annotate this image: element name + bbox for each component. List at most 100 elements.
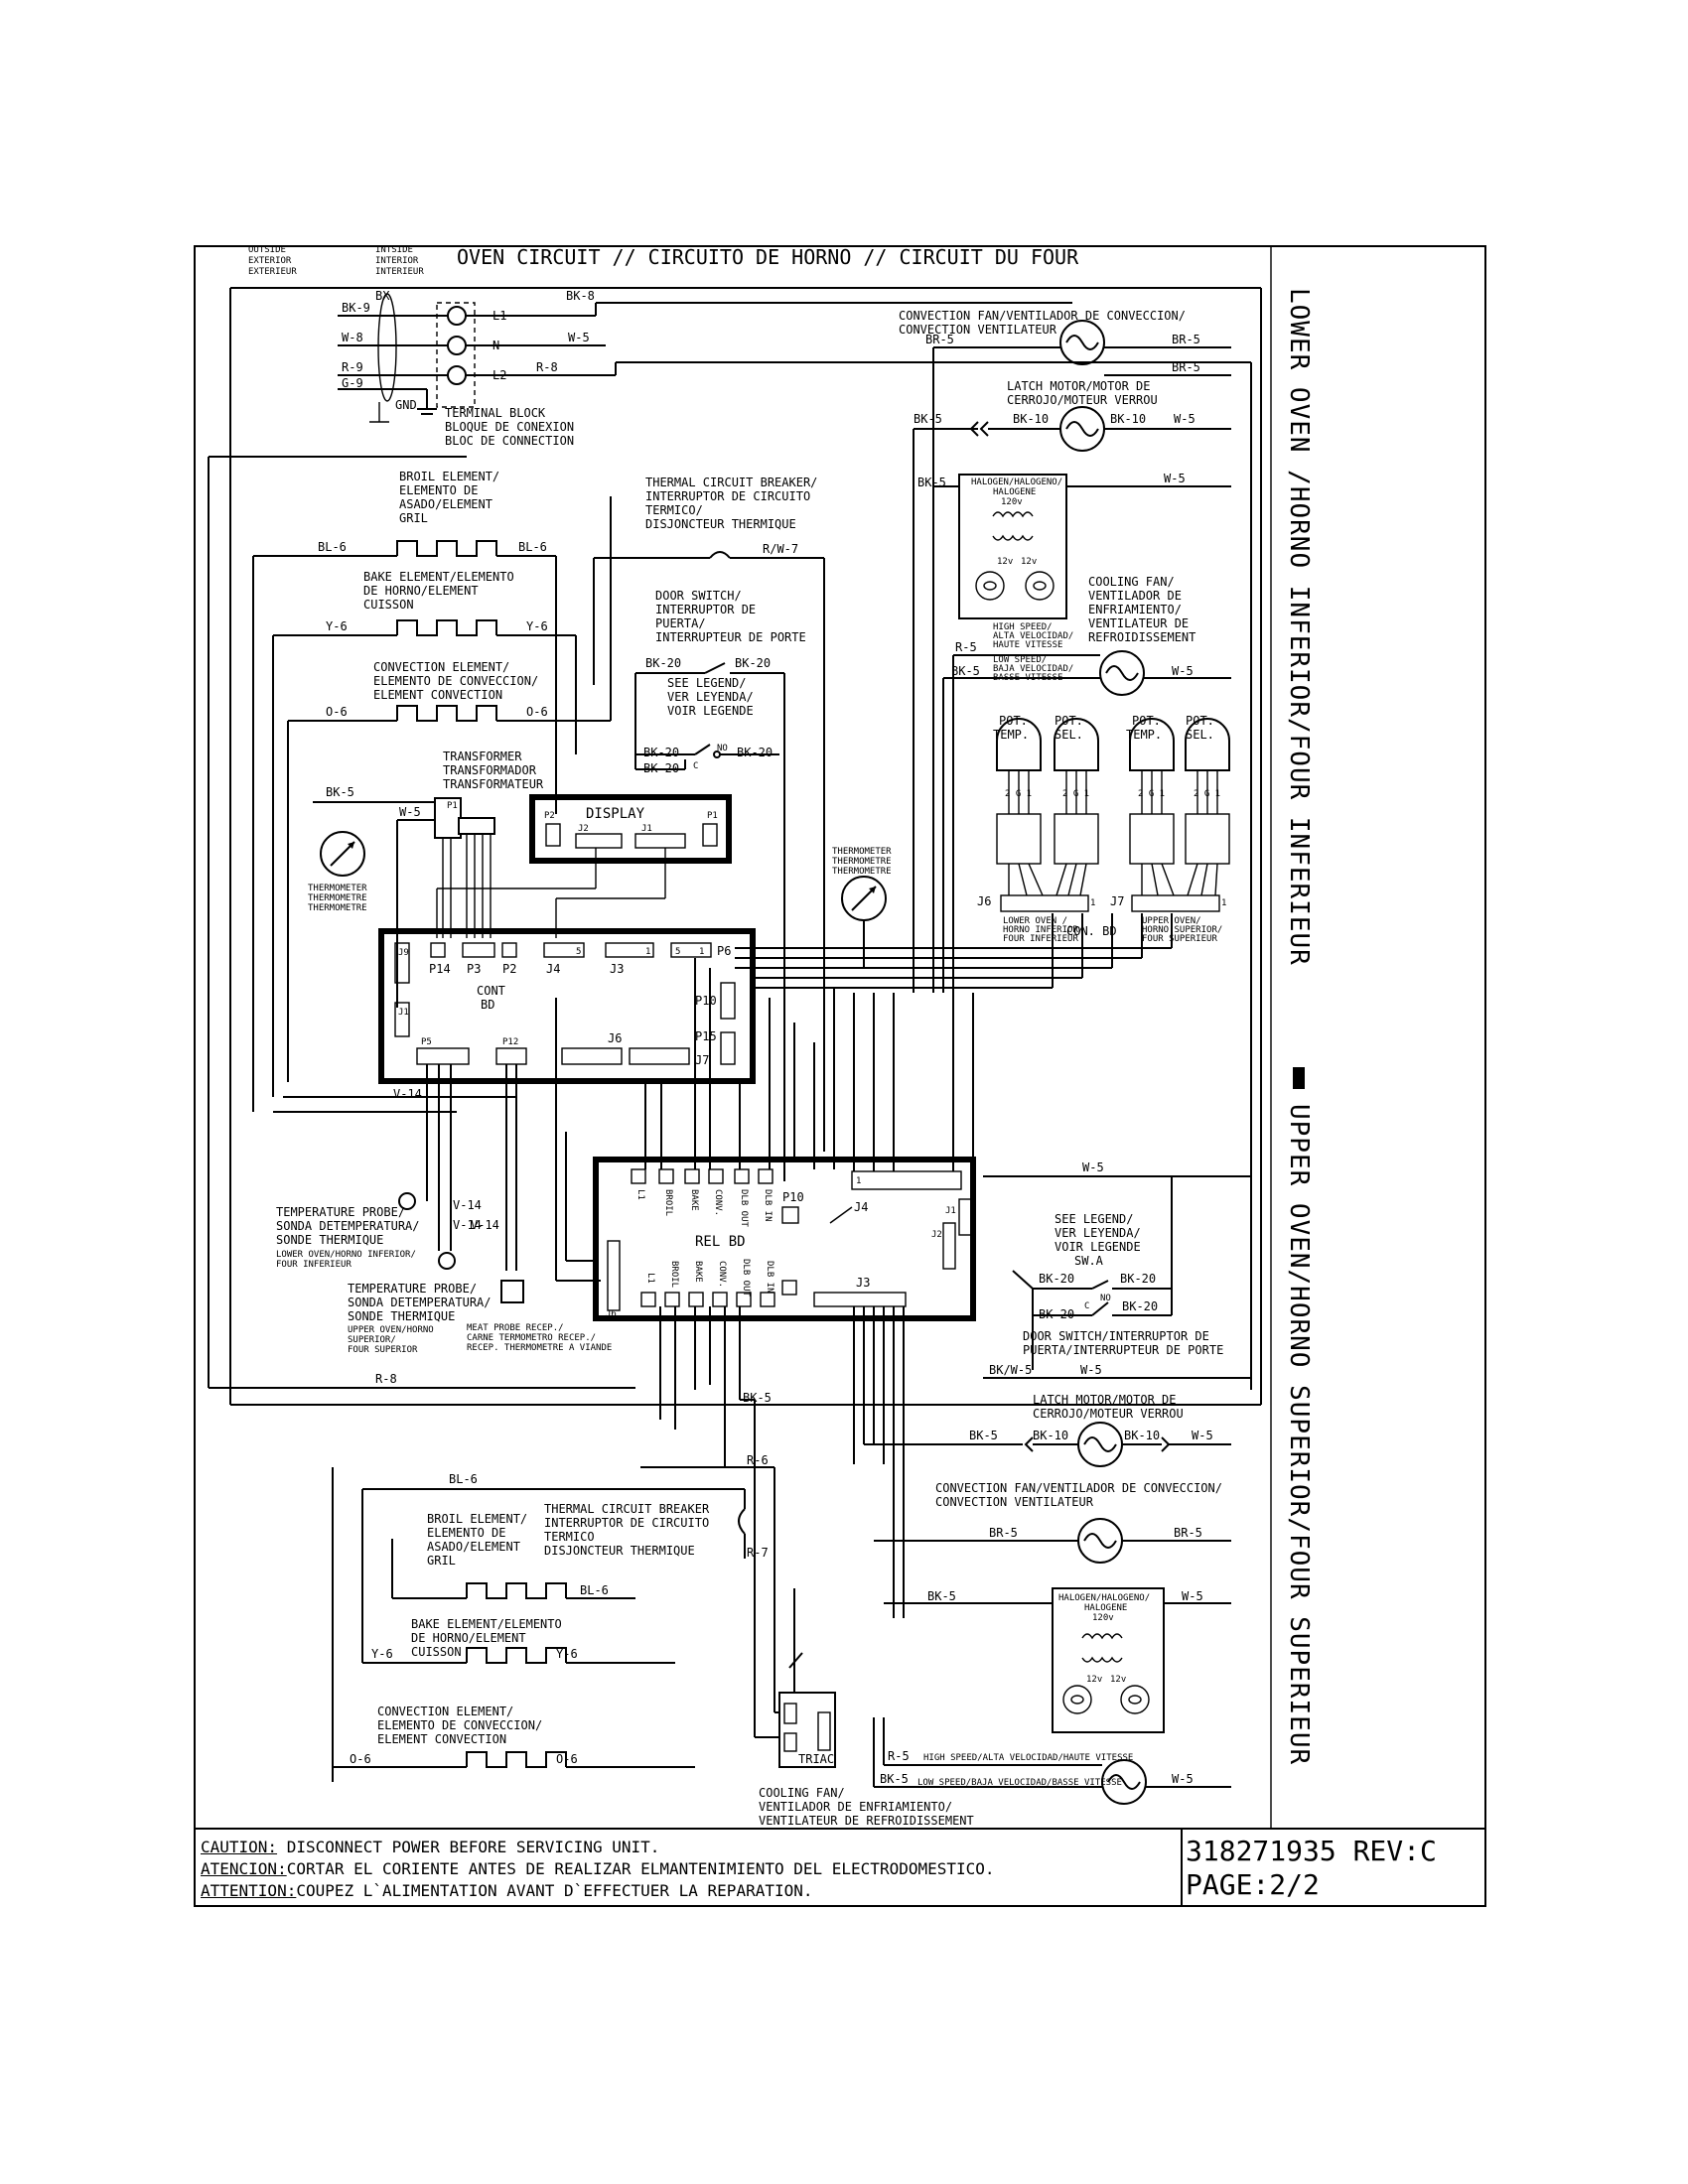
pot-j7: J7 <box>1110 894 1124 908</box>
pot-j7-loc: HORNO SUPERIOR/ <box>1142 925 1222 935</box>
cont-j3-pin: 1 <box>645 947 650 957</box>
lower-temp-probe-label: SONDA DETEMPERATURA/ <box>276 1219 420 1233</box>
upper-conv-fan-label: CONVECTION FAN/VENTILADOR DE CONVECCION/ <box>935 1481 1222 1495</box>
lower-broil-element <box>253 540 557 814</box>
display-board <box>529 794 732 864</box>
lower-door-switch <box>634 662 785 1181</box>
label-w5-cooling: W-5 <box>1172 664 1194 678</box>
thermometer-label-left: THERMOMETRE <box>308 903 367 913</box>
meat-probe-receptacle <box>500 1280 524 1303</box>
cont-p2-conn <box>501 942 517 958</box>
lower-broil-label: BROIL ELEMENT/ <box>399 470 499 483</box>
potentiometers <box>996 718 1230 912</box>
label-w5-upper-cooling: W-5 <box>1172 1772 1194 1786</box>
cont-p12: P12 <box>502 1037 518 1047</box>
upper-door-switch <box>1012 1176 1173 1370</box>
caution-block: CAUTION: DISCONNECT POWER BEFORE SERVICI… <box>201 1837 1154 1902</box>
label-l2: L2 <box>492 368 506 382</box>
power-busses <box>208 287 1262 1406</box>
diagram-frame <box>194 245 1486 1907</box>
display-p1: P1 <box>707 811 718 821</box>
pot-j7-pin: 1 <box>1221 898 1226 908</box>
relay-pin-bottom: DLB OUT <box>741 1259 751 1297</box>
zone-outside: OUTSIDE <box>248 245 286 255</box>
relay-small-conn <box>781 1280 797 1296</box>
relay-j5-conn <box>607 1240 621 1311</box>
label-rw7: R/W-7 <box>763 542 798 556</box>
relay-j2: J2 <box>931 1230 942 1240</box>
lower-fan-high: ALTA VELOCIDAD/ <box>993 631 1073 641</box>
label-bk20-upper-d: BK-20 <box>1122 1299 1158 1313</box>
upper-convection-label: ELEMENTO DE CONVECCION/ <box>377 1718 542 1732</box>
display-j2-label: J2 <box>578 824 589 834</box>
control-board <box>378 928 756 1084</box>
lower-bake-label: CUISSON <box>363 598 414 612</box>
label-r7: R-7 <box>747 1546 769 1560</box>
upper-thermal-breaker <box>738 1499 746 1559</box>
upper-bake-element <box>362 1647 675 1664</box>
relay-pin-bottom: BROIL <box>669 1261 679 1288</box>
upper-broil-label: GRIL <box>427 1554 456 1568</box>
display-p2: P2 <box>544 811 555 821</box>
label-r6: R-6 <box>747 1453 769 1467</box>
pot-pins: 2 G 1 <box>1138 789 1165 799</box>
cont-p6-conn <box>670 942 712 958</box>
relay-j1-conn <box>958 1198 972 1236</box>
label-r8-bottom: R-8 <box>375 1372 397 1386</box>
side-label-lower: LOWER OVEN /HORNO INFERIOR/FOUR INFERIEU… <box>1284 288 1314 966</box>
cont-p14-conn <box>430 942 446 958</box>
lower-thermal-label: TERMICO/ <box>645 503 703 517</box>
lower-convection-fan <box>932 320 1231 993</box>
lower-convection-label: ELEMENT CONVECTION <box>373 688 502 702</box>
footer: CAUTION: DISCONNECT POWER BEFORE SERVICI… <box>195 1829 1485 1906</box>
document-info: 318271935 REV:C PAGE:2/2 <box>1186 1835 1437 1902</box>
label-bk20-lower-c: BK-20 <box>643 746 679 759</box>
upper-thermal-label: THERMAL CIRCUIT BREAKER <box>544 1502 710 1516</box>
lower-cooling-fan-label: VENTILATEUR DE <box>1088 616 1189 630</box>
display-j1-label: J1 <box>641 824 652 834</box>
relay-pin-bottom: BAKE <box>693 1261 703 1283</box>
display-j1 <box>634 833 686 849</box>
cont-bd-label: CONT <box>477 984 505 998</box>
terminal-block <box>338 293 596 423</box>
label-br5-upper-b: BR-5 <box>1174 1526 1202 1540</box>
lower-halogen-label: HALOGENE <box>993 487 1036 497</box>
relay-top-pins <box>631 1168 774 1184</box>
lower-latch-motor <box>913 406 1231 993</box>
label-bk20-upper-c: BK-20 <box>1039 1307 1074 1321</box>
pot-j6: J6 <box>977 894 991 908</box>
upper-halogen-label: 120v <box>1092 1613 1114 1623</box>
upper-latch-label: LATCH MOTOR/MOTOR DE <box>1033 1393 1177 1407</box>
transformer-label: TRANSFORMATEUR <box>443 777 544 791</box>
upper-door-label: PUERTA/INTERRUPTEUR DE PORTE <box>1023 1343 1223 1357</box>
label-r5-lower: R-5 <box>955 640 977 654</box>
label-br5-lower-c: BR-5 <box>1172 360 1200 374</box>
upper-cooling-fan-label: VENTILATEUR DE REFROIDISSEMENT <box>759 1814 974 1828</box>
upper-thermal-label: DISJONCTEUR THERMIQUE <box>544 1544 695 1558</box>
lower-bake-element <box>272 619 577 1097</box>
label-bl6-lower-b: BL-6 <box>518 540 547 554</box>
relay-pin-top: BROIL <box>663 1189 673 1216</box>
cont-p6-pin5: 5 <box>675 947 680 957</box>
side-label-upper: UPPER OVEN/HORNO SUPERIOR/FOUR SUPERIEUR <box>1284 1104 1314 1765</box>
cont-j9-conn <box>394 942 410 984</box>
label-bkw5: BK/W-5 <box>989 1363 1032 1377</box>
upper-thermal-label: TERMICO <box>544 1530 595 1544</box>
cont-j6-conn <box>561 1047 623 1065</box>
upper-temp-probe-loc: SUPERIOR/ <box>348 1335 396 1345</box>
pot-temp-label-2: TEMP. <box>1126 728 1162 742</box>
label-bk10-latch-b: BK-10 <box>1110 412 1146 426</box>
part-number: 318271935 REV:C <box>1186 1835 1437 1867</box>
upper-fan-low: LOW SPEED/BAJA VELOCIDAD/BASSE VITESSE <box>917 1778 1122 1788</box>
label-bk10-upper-b: BK-10 <box>1124 1429 1160 1442</box>
label-bk9: BK-9 <box>342 301 370 315</box>
label-c-lower: C <box>693 761 698 771</box>
cont-p15-conn <box>720 1031 736 1065</box>
label-w5-upper-door-b: W-5 <box>1080 1363 1102 1377</box>
relay-pin-top: BAKE <box>689 1189 699 1211</box>
cont-p10: P10 <box>695 994 717 1008</box>
meat-probe-label: CARNE TERMOMETRO RECEP./ <box>467 1333 596 1343</box>
label-bk20-upper-a: BK-20 <box>1039 1272 1074 1286</box>
lower-halogen-label: HALOGEN/HALOGENO/ <box>971 478 1062 487</box>
label-v14-d: V-14 <box>471 1218 499 1232</box>
